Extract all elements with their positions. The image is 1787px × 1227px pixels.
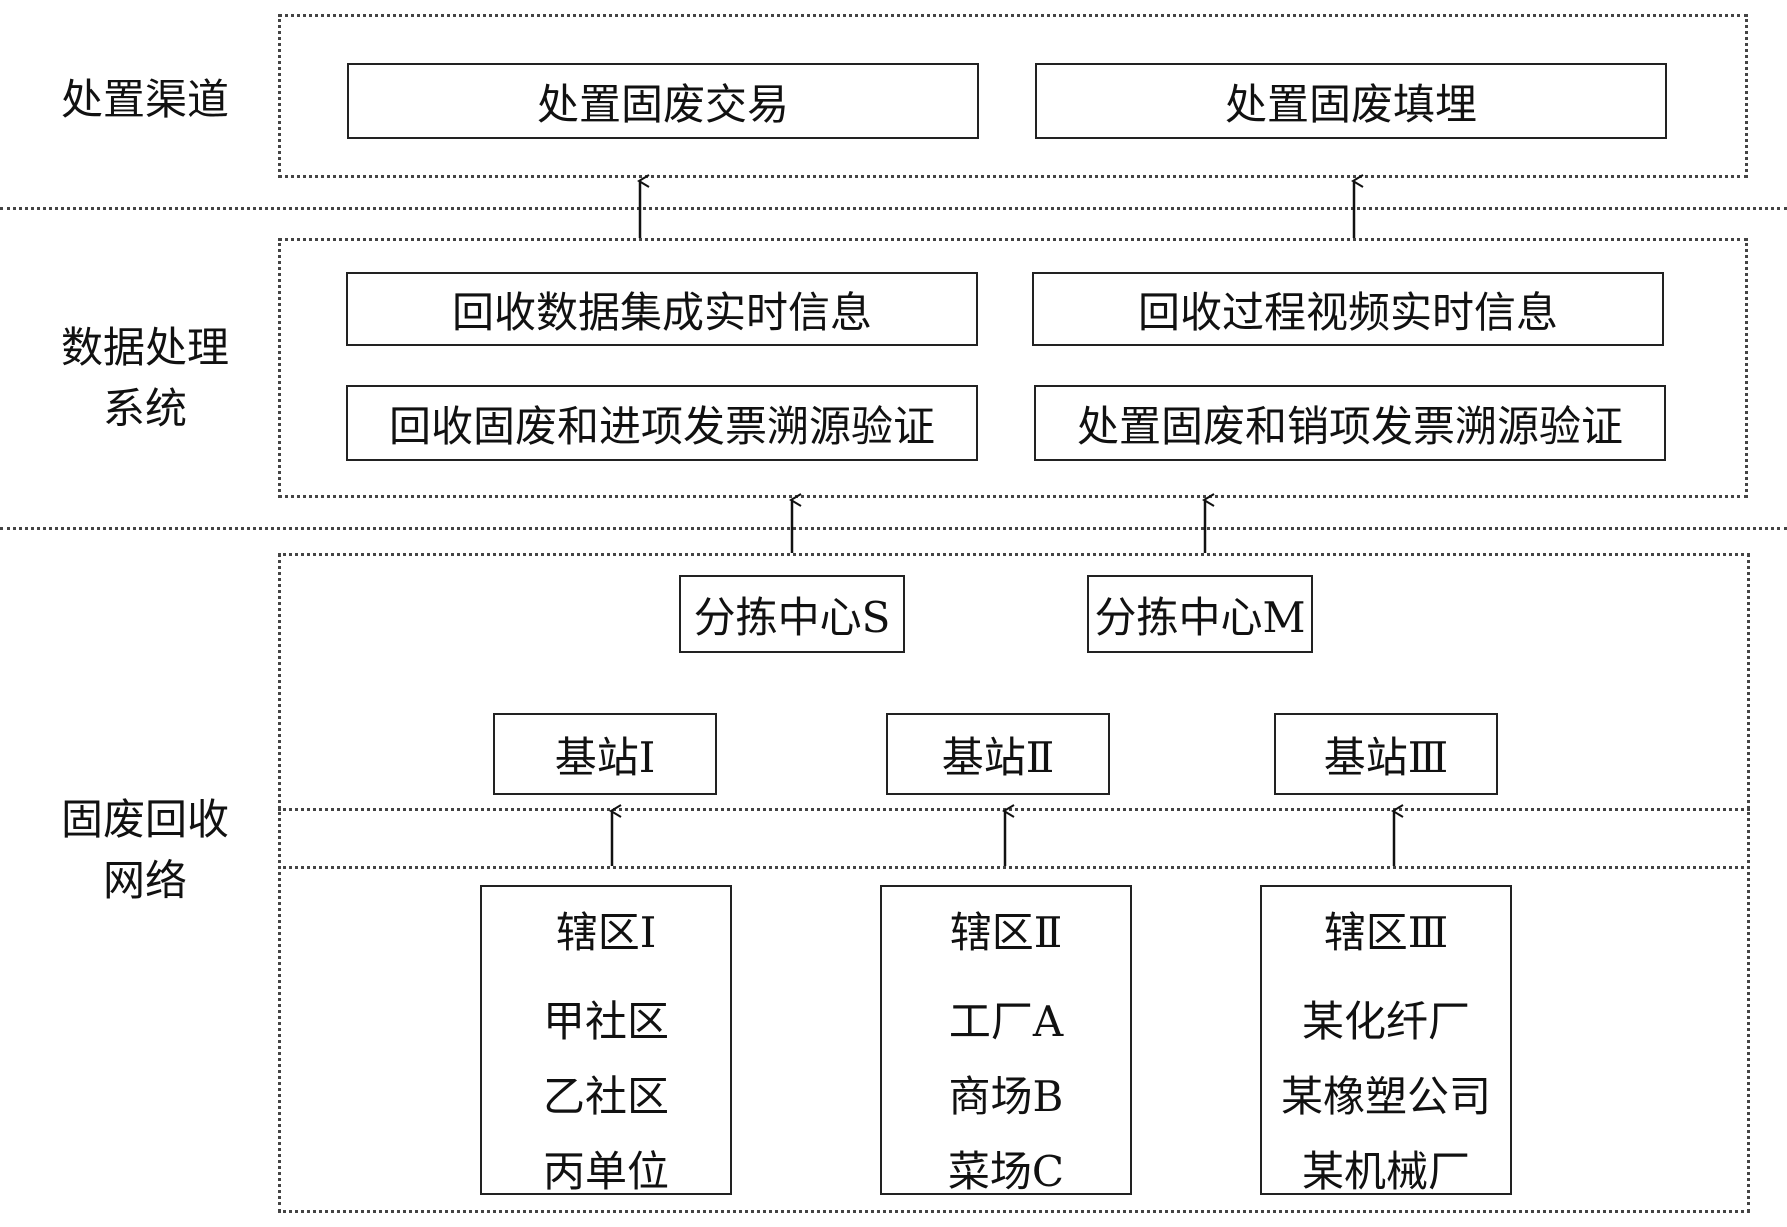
district-3-box: 辖区Ⅲ 某化纤厂 某橡塑公司 某机械厂: [1260, 885, 1512, 1196]
base-station-3-box: 基站Ⅲ: [1274, 713, 1498, 795]
layer-label-collection-line2: 网络: [102, 855, 187, 905]
district-3-item-3: 某机械厂: [1301, 1147, 1470, 1196]
separator-line-middle: [0, 527, 1787, 530]
layer-label-data-processing-line1: 数据处理: [60, 323, 229, 372]
layer-label-data-processing-line2: 系统: [102, 383, 187, 433]
base-station-3-text: 基站Ⅲ: [1323, 732, 1449, 782]
sorting-center-m-box: 分拣中心M: [1087, 575, 1313, 653]
layer-label-disposal-text: 处置渠道: [60, 75, 229, 124]
output-invoice-trace-box: 处置固废和销项发票溯源验证: [1034, 385, 1666, 461]
base-station-1-text: 基站Ⅰ: [554, 732, 656, 782]
district-2-title: 辖区Ⅱ: [949, 908, 1063, 957]
base-station-2-box: 基站Ⅱ: [886, 713, 1110, 795]
separator-line-district: [278, 866, 1750, 869]
district-2-box: 辖区Ⅱ 工厂A 商场B 菜场C: [880, 885, 1132, 1196]
input-invoice-trace-text: 回收固废和进项发票溯源验证: [388, 401, 935, 451]
district-2-item-2: 商场B: [948, 1072, 1064, 1121]
disposal-landfill-box: 处置固废填埋: [1035, 63, 1667, 139]
layer-label-disposal: 处置渠道: [40, 70, 250, 131]
district-1-item-2: 乙社区: [542, 1072, 669, 1121]
collection-network-frame: [278, 553, 1750, 1213]
video-info-box: 回收过程视频实时信息: [1032, 272, 1664, 346]
output-invoice-trace-text: 处置固废和销项发票溯源验证: [1076, 401, 1623, 451]
disposal-trade-box: 处置固废交易: [347, 63, 979, 139]
data-integration-box: 回收数据集成实时信息: [346, 272, 978, 346]
district-1-box: 辖区Ⅰ 甲社区 乙社区 丙单位: [480, 885, 732, 1196]
sorting-center-m-text: 分拣中心M: [1094, 592, 1306, 642]
data-integration-text: 回收数据集成实时信息: [451, 287, 872, 337]
district-1-title: 辖区Ⅰ: [555, 908, 657, 957]
base-station-1-box: 基站Ⅰ: [493, 713, 717, 795]
input-invoice-trace-box: 回收固废和进项发票溯源验证: [346, 385, 978, 461]
video-info-text: 回收过程视频实时信息: [1137, 287, 1558, 337]
district-3-item-2: 某橡塑公司: [1280, 1072, 1491, 1121]
district-1-item-3: 丙单位: [542, 1147, 669, 1196]
disposal-layer-frame: [278, 14, 1748, 178]
layer-label-data-processing: 数据处理 系统: [40, 318, 250, 440]
data-processing-layer-frame: [278, 238, 1748, 498]
district-2-item-1: 工厂A: [948, 997, 1064, 1046]
district-2-item-3: 菜场C: [947, 1147, 1065, 1196]
sorting-center-s-box: 分拣中心S: [679, 575, 905, 653]
sorting-center-s-text: 分拣中心S: [693, 592, 891, 642]
layer-label-collection-line1: 固废回收: [60, 795, 229, 844]
disposal-trade-text: 处置固废交易: [536, 79, 789, 129]
disposal-landfill-text: 处置固废填埋: [1224, 79, 1477, 129]
district-3-title: 辖区Ⅲ: [1323, 908, 1449, 957]
separator-line-top: [0, 207, 1787, 210]
base-station-2-text: 基站Ⅱ: [941, 732, 1055, 782]
layer-label-collection: 固废回收 网络: [40, 790, 250, 912]
district-3-item-1: 某化纤厂: [1301, 997, 1470, 1046]
district-1-item-1: 甲社区: [542, 997, 669, 1046]
